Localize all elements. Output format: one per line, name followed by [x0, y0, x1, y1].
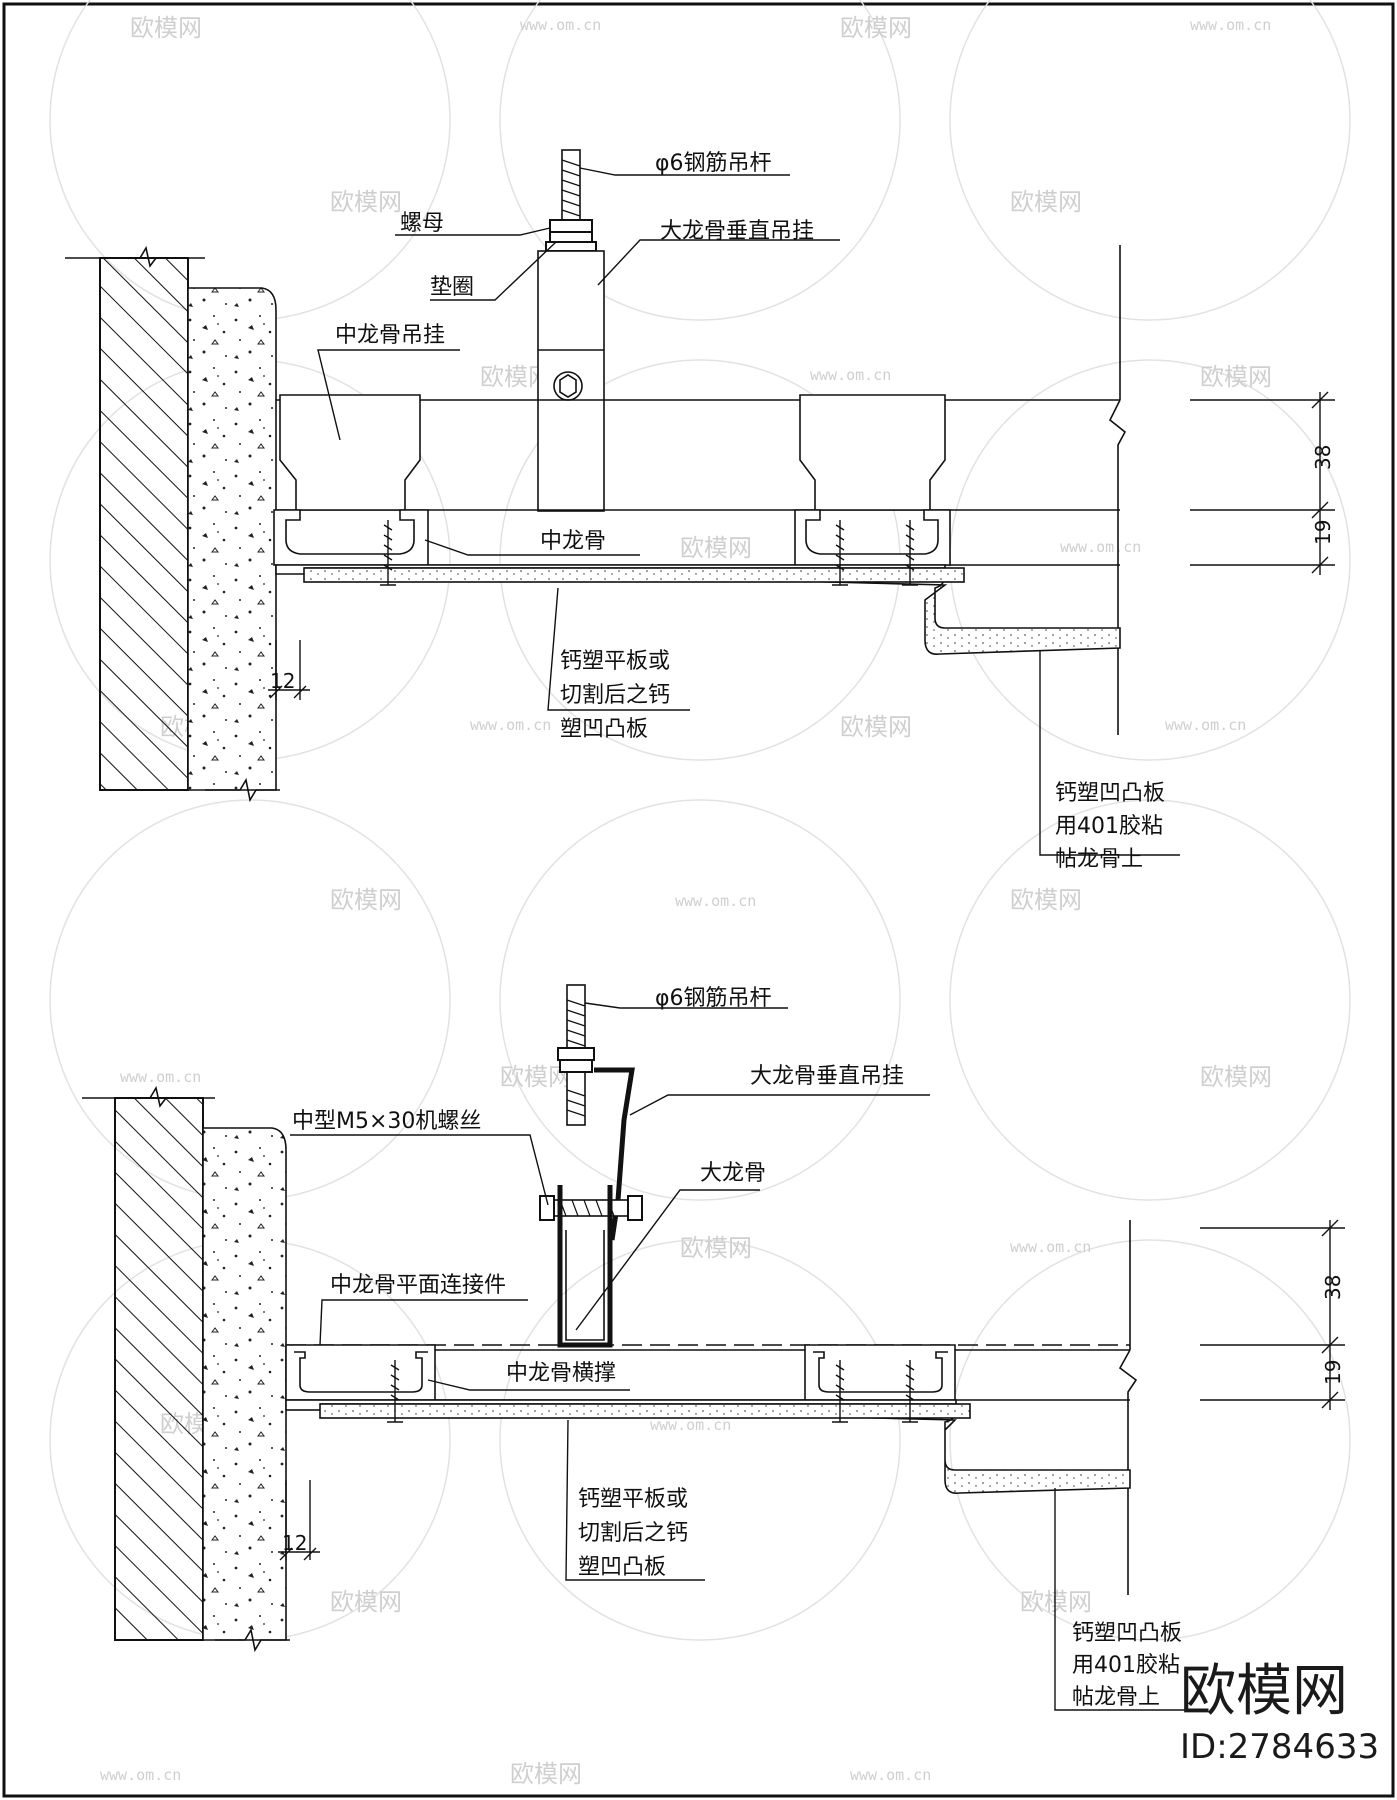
dim-12-top: 12 [270, 669, 295, 693]
dimension-lines-bottom [278, 1219, 1345, 1561]
hanger-rod-bottom [557, 984, 595, 1126]
watermark-url: www.om.cn [850, 1766, 931, 1784]
watermark-brand: 欧模网 [510, 1760, 582, 1788]
watermark-url: www.om.cn [1060, 538, 1141, 556]
main-keel-hanger [537, 250, 605, 512]
label-board-bottom-3: 塑凹凸板 [578, 1555, 666, 1580]
label-board-bottom-1: 钙塑平板或 [578, 1487, 688, 1512]
label-bolt: 中型M5×30机螺丝 [292, 1109, 481, 1134]
label-washer: 垫圈 [430, 275, 474, 300]
label-main-keel: 大龙骨 [700, 1161, 766, 1186]
dimension-lines-top [268, 391, 1335, 700]
label-brace: 中龙骨横撑 [506, 1361, 616, 1386]
brand-id: ID:2784633 [1180, 1727, 1379, 1767]
watermark-brand: 欧模网 [840, 14, 912, 42]
dim-19-top: 19 [1311, 520, 1335, 545]
dim-38-bottom: 38 [1321, 1275, 1345, 1300]
mid-keel-bottom-right [804, 1344, 956, 1401]
watermark-url: www.om.cn [675, 892, 756, 910]
watermark-brand: 欧模网 [330, 886, 402, 914]
watermark-brand: 欧模网 [330, 188, 402, 216]
mid-keel-hanger-left [279, 394, 421, 511]
mid-keel-hanger-right [799, 394, 946, 511]
watermark-url: www.om.cn [120, 1068, 201, 1086]
detail-bottom [82, 984, 1345, 1711]
dim-38-top: 38 [1311, 445, 1335, 470]
watermark-brand: 欧模网 [1200, 1063, 1272, 1091]
m5-bolt [539, 1195, 643, 1221]
watermark-brand: 欧模网 [1020, 1588, 1092, 1616]
brand-name: 欧模网 [1180, 1659, 1348, 1724]
label-board-3: 塑凹凸板 [560, 717, 648, 742]
watermark-url: www.om.cn [1165, 716, 1246, 734]
label-glue-bottom-1: 钙塑凹凸板 [1072, 1621, 1182, 1646]
label-mid-keel: 中龙骨 [540, 529, 606, 554]
label-connector: 中龙骨平面连接件 [330, 1273, 506, 1298]
label-glue-bottom-2: 用401胶粘 [1072, 1653, 1180, 1678]
labels-bottom: φ6钢筋吊杆 大龙骨垂直吊挂 中型M5×30机螺丝 大龙骨 中龙骨平面连接件 中… [282, 986, 1345, 1710]
mid-keel-right [794, 509, 951, 566]
labels-top: φ6钢筋吊杆 螺母 大龙骨垂直吊挂 垫圈 中龙骨吊挂 中龙骨 钙塑平板或 切割后… [270, 151, 1335, 872]
watermark-url: www.om.cn [1010, 1238, 1091, 1256]
detail-top [65, 149, 1335, 856]
watermark-brand: 欧模网 [130, 14, 202, 42]
label-glue-3: 帖龙骨上 [1055, 847, 1143, 872]
label-glue-2: 用401胶粘 [1055, 814, 1163, 839]
label-glue-1: 钙塑凹凸板 [1055, 781, 1165, 806]
label-board-1: 钙塑平板或 [560, 649, 670, 674]
leaders-top [317, 167, 1180, 856]
brick-wall-bottom [82, 1085, 290, 1653]
label-glue-bottom-3: 帖龙骨上 [1072, 1685, 1160, 1710]
watermark-url: www.om.cn [810, 366, 891, 384]
dim-19-bottom: 19 [1321, 1360, 1345, 1385]
brick-wall [65, 245, 280, 803]
leaders-bottom [290, 1002, 1190, 1711]
watermark-brand: 欧模网 [330, 1588, 402, 1616]
label-mid-hanger: 中龙骨吊挂 [335, 323, 445, 348]
label-board-2: 切割后之钙 [560, 683, 670, 708]
label-nut: 螺母 [400, 211, 444, 236]
label-rod-bottom: φ6钢筋吊杆 [655, 986, 772, 1011]
watermark-url: www.om.cn [100, 1766, 181, 1784]
watermark-url: www.om.cn [650, 1416, 731, 1434]
label-main-hanger: 大龙骨垂直吊挂 [660, 219, 814, 244]
watermark-url: www.om.cn [520, 16, 601, 34]
dim-12-bottom: 12 [282, 1531, 307, 1555]
watermark-brand: 欧模网 [1010, 886, 1082, 914]
mid-keel-left [273, 509, 429, 566]
screws-bottom [387, 1360, 918, 1423]
watermark-brand: 欧模网 [680, 534, 752, 562]
label-rod: φ6钢筋吊杆 [655, 151, 772, 176]
watermark-brand: 欧模网 [1200, 363, 1272, 391]
branding: 欧模网 ID:2784633 [1180, 1659, 1379, 1767]
watermark-url: www.om.cn [1190, 16, 1271, 34]
label-board-bottom-2: 切割后之钙 [578, 1521, 688, 1546]
watermark-url: www.om.cn [470, 716, 551, 734]
label-main-hanger-bottom: 大龙骨垂直吊挂 [750, 1064, 904, 1089]
watermark-brand: 欧模网 [680, 1234, 752, 1262]
watermark-brand: 欧模网 [1010, 188, 1082, 216]
watermark-brand: 欧模网 [840, 713, 912, 741]
screws-top [380, 520, 918, 586]
mid-keel-bottom-left [285, 1344, 436, 1401]
